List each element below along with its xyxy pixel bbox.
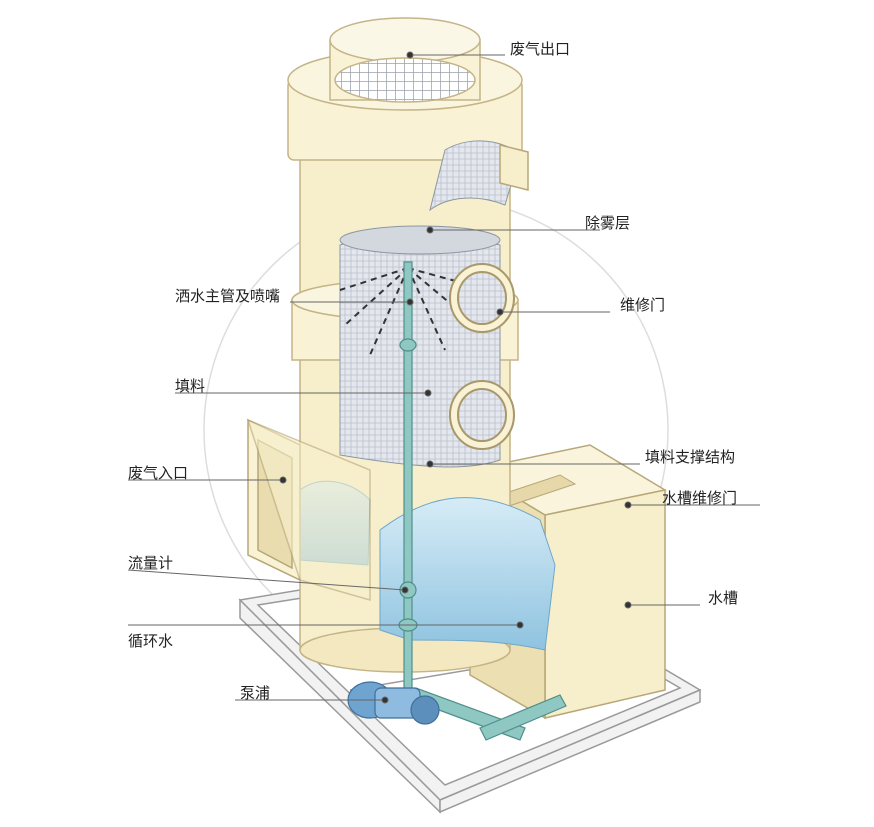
label-water-tank: 水槽 <box>708 589 739 607</box>
label-exhaust-inlet: 废气入口 <box>128 464 189 482</box>
label-maintenance-door: 维修门 <box>620 296 666 314</box>
label-demister-layer: 除雾层 <box>585 214 631 232</box>
label-exhaust-outlet: 废气出口 <box>510 40 571 58</box>
label-tank-maintenance-door: 水槽维修门 <box>662 489 738 507</box>
leader-lines <box>127 51 760 704</box>
maintenance-doors <box>449 263 515 450</box>
label-circulating-water: 循环水 <box>128 632 174 650</box>
side-duct <box>499 144 529 191</box>
label-spray-main-pipe: 洒水主管及喷嘴 <box>175 287 281 305</box>
circulation-pipe <box>398 261 567 741</box>
label-packing: 填料 <box>175 377 206 395</box>
label-packing-support: 填料支撑结构 <box>645 448 736 466</box>
demister-mesh <box>339 225 501 255</box>
label-flow-meter: 流量计 <box>128 554 174 572</box>
label-pump: 泵浦 <box>240 684 271 702</box>
inlet-duct <box>246 418 371 601</box>
